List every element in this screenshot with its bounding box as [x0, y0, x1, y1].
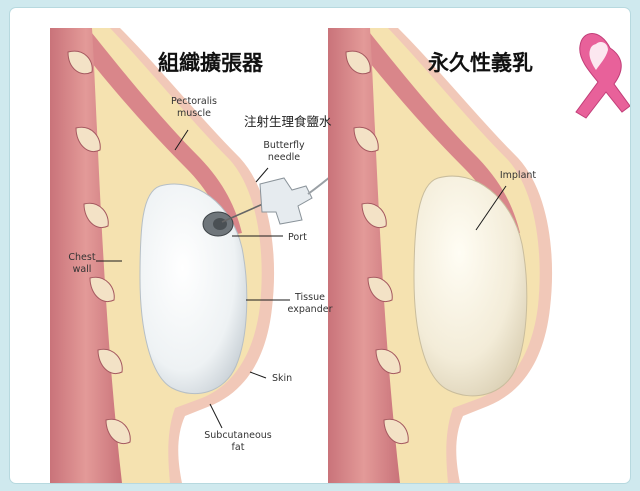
right-chest-wall — [328, 28, 400, 483]
label-pectoralis-muscle: muscle — [177, 108, 211, 119]
right-rib-2 — [353, 126, 379, 152]
left-chest-wall — [50, 28, 122, 483]
label-skin: Skin — [272, 373, 292, 384]
right-rib-3 — [361, 202, 387, 228]
left-rib-5 — [97, 348, 123, 374]
tissue-expander — [139, 183, 248, 395]
label-tissue-expander: expander — [288, 304, 333, 315]
title-tissue-expander: 組織擴張器 — [158, 51, 264, 75]
label-butterfly: Butterfly — [263, 140, 305, 151]
diagram-frame: 組織擴張器 永久性義乳 注射生理食鹽水 Pectoralis muscle Bu… — [10, 8, 630, 483]
label-port: Port — [288, 232, 307, 243]
left-breast-illustration — [50, 28, 357, 483]
left-rib-4 — [89, 276, 115, 302]
right-breast-illustration — [328, 28, 553, 483]
pink-ribbon-icon — [575, 33, 630, 119]
title-permanent-implant: 永久性義乳 — [427, 51, 533, 75]
butterfly-needle — [259, 177, 313, 225]
right-rib-1 — [345, 50, 371, 75]
label-subcutaneous: Subcutaneous — [204, 430, 272, 441]
leader-lines — [96, 129, 507, 429]
label-subcutaneous-fat: fat — [232, 442, 245, 453]
label-chest: Chest — [68, 252, 95, 263]
label-pectoralis: Pectoralis — [171, 96, 217, 107]
breast-reconstruction-diagram: 組織擴張器 永久性義乳 注射生理食鹽水 Pectoralis muscle Bu… — [50, 28, 630, 483]
label-implant: Implant — [500, 170, 537, 181]
label-butterfly-needle: needle — [268, 152, 300, 163]
left-rib-2 — [75, 126, 101, 152]
label-chest-wall: wall — [73, 264, 92, 275]
right-rib-4 — [367, 276, 393, 302]
left-rib-6 — [105, 418, 131, 444]
right-rib-6 — [383, 418, 409, 444]
annotation-saline-injection: 注射生理食鹽水 — [244, 114, 332, 129]
breast-implant — [413, 175, 528, 397]
left-rib-3 — [83, 202, 109, 228]
right-rib-5 — [375, 348, 401, 374]
left-rib-1 — [67, 50, 93, 75]
label-tissue: Tissue — [294, 292, 325, 303]
